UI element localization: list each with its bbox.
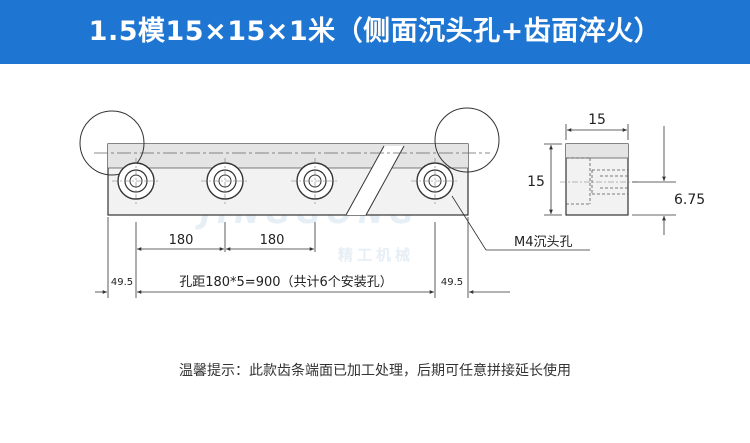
hole-4 [411, 158, 459, 204]
watermark-sub: 精工机械 [338, 246, 415, 264]
dim-180-b: 180 [260, 233, 285, 248]
tip-text: 温馨提示：此款齿条端面已加工处理，后期可任意拼接延长使用 [179, 363, 571, 379]
dim-side-height: 15 [527, 174, 545, 190]
side-view [560, 143, 640, 216]
dim-side-width: 15 [588, 112, 606, 128]
hole-leader [451, 195, 487, 251]
front-dimensions [95, 195, 590, 298]
detail-circle-left [79, 110, 145, 176]
tooth-strip [108, 144, 468, 168]
side-dimensions [544, 124, 676, 235]
page-title: 1.5模15×15×1米（侧面沉头孔+齿面淬火） [88, 16, 662, 47]
dim-hole-height: 6.75 [674, 192, 705, 208]
hole-1 [112, 158, 160, 204]
title-banner: 1.5模15×15×1米（侧面沉头孔+齿面淬火） [0, 0, 750, 64]
dim-180-a: 180 [169, 233, 194, 248]
hole-label: M4沉头孔 [514, 235, 573, 250]
technical-drawing: 180 180 49.5 49.5 孔距180*5=900（共计6个安装孔） M… [79, 107, 705, 298]
dim-total-spacing: 孔距180*5=900（共计6个安装孔） [179, 275, 393, 290]
front-view [79, 107, 500, 216]
dim-right-margin: 49.5 [441, 277, 463, 288]
side-dimension-text: 15 15 6.75 [527, 112, 705, 208]
front-dimension-text: 180 180 49.5 49.5 孔距180*5=900（共计6个安装孔） M… [111, 233, 573, 290]
hole-3 [291, 158, 339, 204]
break-mark [346, 146, 404, 215]
detail-circle-right [434, 107, 500, 173]
hole-2 [201, 158, 249, 204]
dim-left-margin: 49.5 [111, 277, 133, 288]
